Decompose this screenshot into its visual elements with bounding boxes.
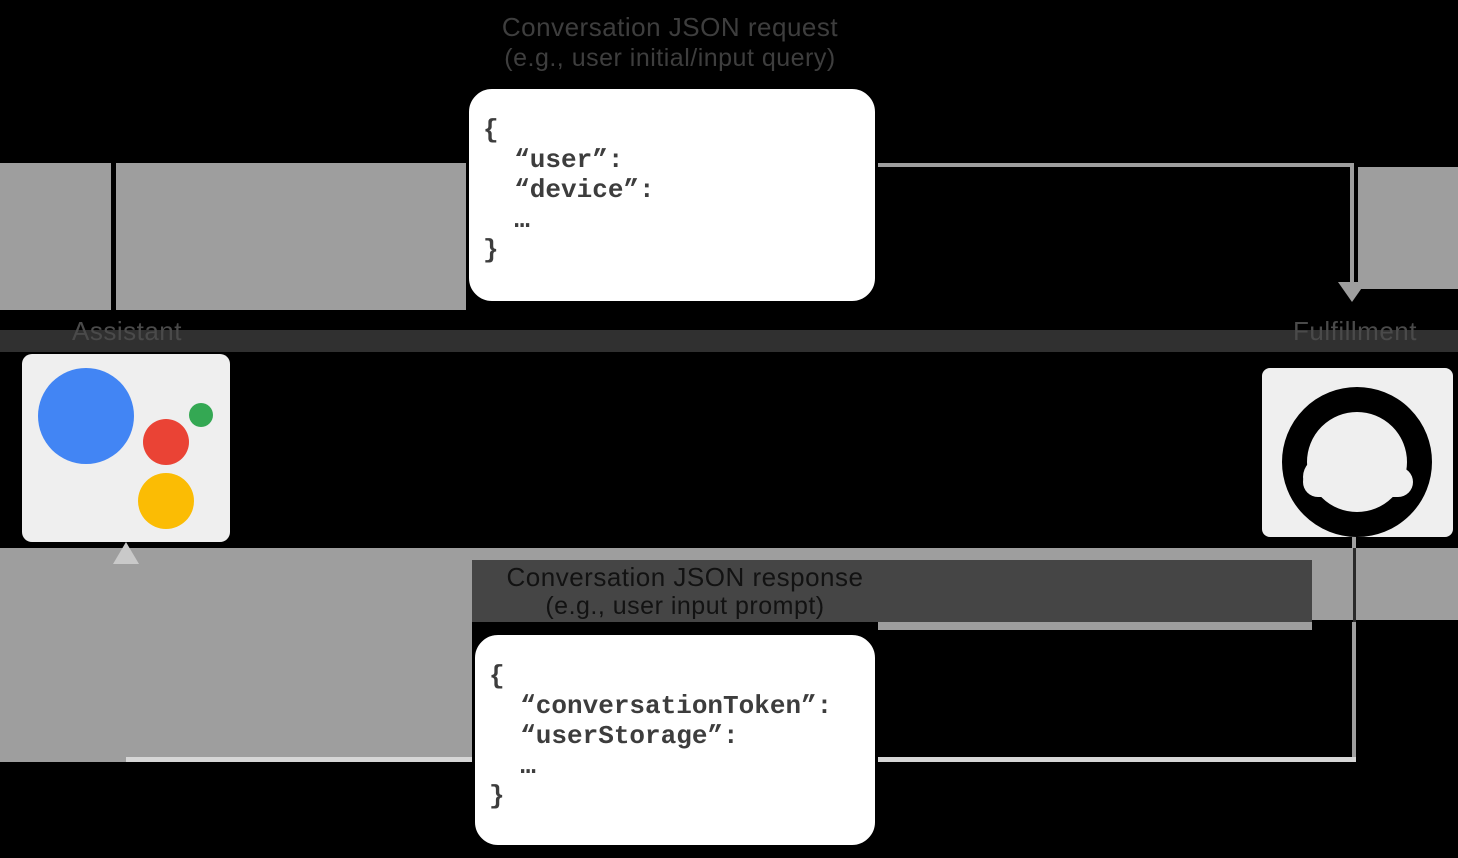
response-code: { “conversationToken”: “userStorage”: … … [475, 635, 875, 811]
response-title: Conversation JSON response [506, 562, 864, 592]
response-code-box: { “conversationToken”: “userStorage”: … … [472, 632, 878, 848]
code-line: { [489, 661, 505, 691]
response-arrowhead-up-icon [113, 542, 139, 564]
response-arrow-line-vertical [1352, 622, 1356, 760]
assistant-logo-red-circle [143, 419, 189, 465]
assistant-logo-yellow-circle [138, 473, 194, 529]
response-subtitle: (e.g., user input prompt) [545, 592, 825, 620]
request-arrow-line-vertical [1350, 165, 1354, 283]
assistant-node [22, 354, 230, 542]
request-arrow-line-horizontal [878, 163, 1354, 167]
response-arrow-strip-top [472, 548, 1312, 560]
response-arrow-body-right [1312, 548, 1458, 620]
code-line: “userStorage”: [489, 721, 739, 751]
assistant-label: Assistant [72, 316, 182, 346]
request-code-box: { “user”: “device”: … } [466, 86, 878, 304]
response-title-band [472, 560, 1312, 622]
code-line: } [483, 235, 499, 265]
response-arrow-body-left [0, 548, 472, 762]
cloud-base [1303, 467, 1413, 497]
code-line: { [483, 115, 499, 145]
fulfillment-node [1262, 368, 1453, 537]
request-subtitle: (e.g., user initial/input query) [504, 44, 836, 72]
response-arrow-line-vertical-dark [1353, 548, 1356, 622]
fulfillment-label: Fulfillment [1293, 316, 1417, 346]
code-line: “user”: [483, 145, 624, 175]
code-line: “device”: [483, 175, 655, 205]
code-line: … [483, 205, 530, 235]
assistant-logo-blue-circle [38, 368, 134, 464]
code-line: } [489, 781, 505, 811]
node-label-band [0, 330, 1458, 352]
response-arrow-line-vertical-start [1352, 537, 1356, 551]
request-title: Conversation JSON request [501, 12, 839, 42]
code-line: “conversationToken”: [489, 691, 833, 721]
response-arrow-strip-bottom [878, 622, 1312, 630]
assistant-logo-green-circle [189, 403, 213, 427]
request-arrow-body-left [0, 163, 466, 310]
request-code: { “user”: “device”: … } [469, 89, 875, 265]
request-arrow-body-right [1358, 167, 1458, 289]
code-line: … [489, 751, 536, 781]
request-arrow-origin-line [111, 163, 116, 310]
